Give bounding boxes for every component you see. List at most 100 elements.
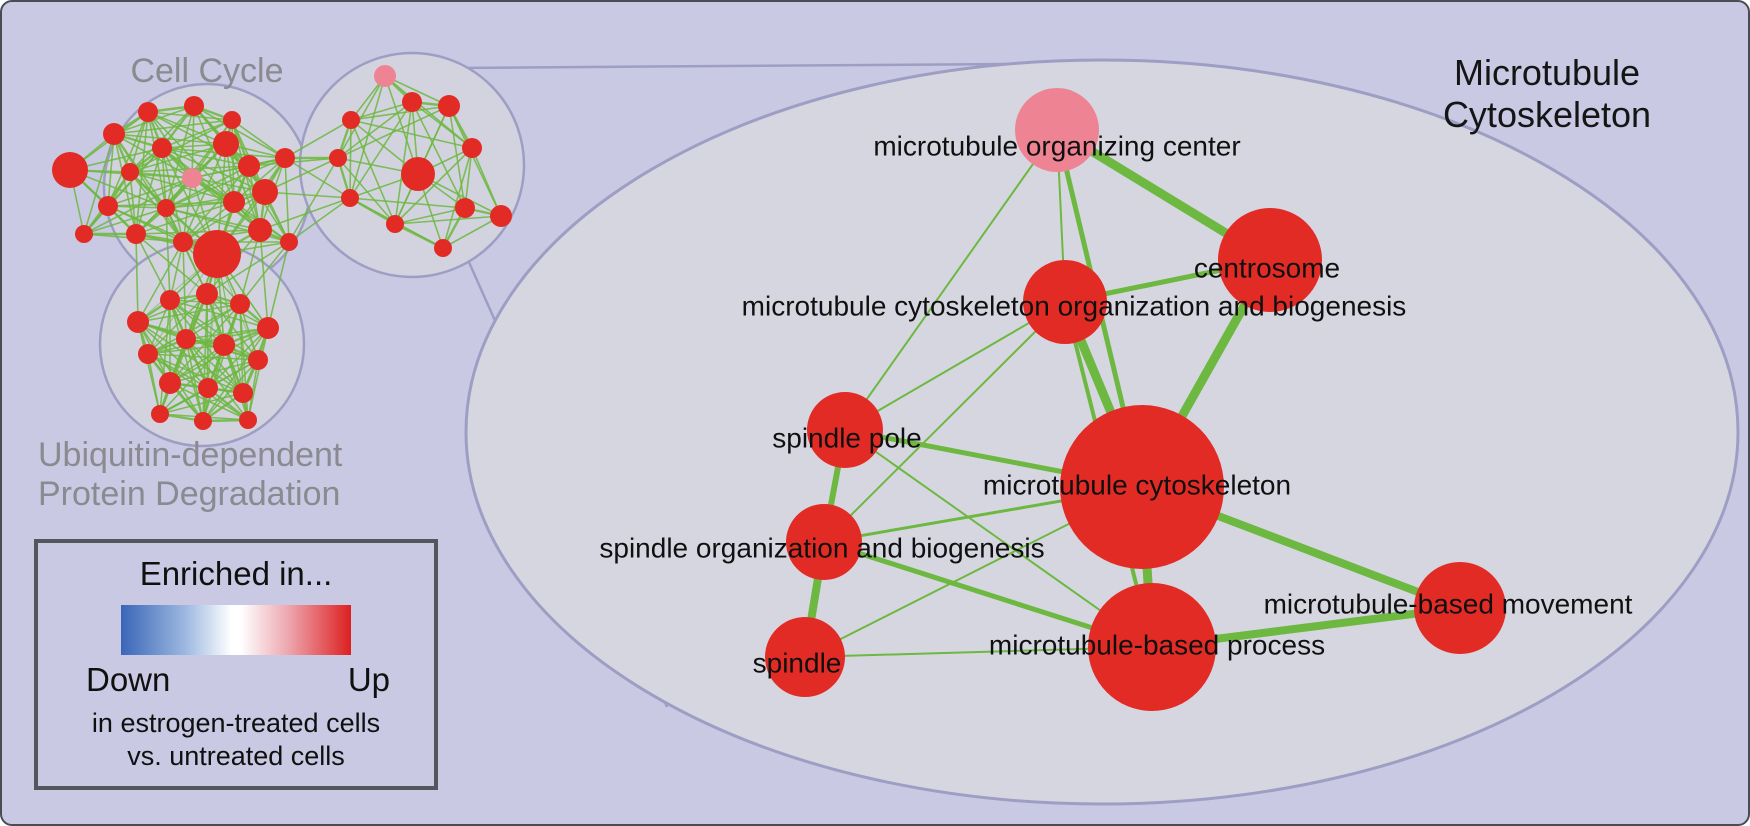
overview-edge (350, 119, 473, 149)
overview-edge (247, 359, 259, 421)
overview-node (329, 149, 347, 167)
overview-node (455, 198, 475, 218)
overview-edge (284, 157, 290, 243)
zoom-node-mt-movement (1414, 562, 1506, 654)
overview-edge (264, 157, 339, 193)
overview-edge (182, 165, 250, 243)
overview-edge (161, 147, 184, 243)
overview-edge (169, 344, 225, 384)
overview-edge (165, 191, 266, 209)
overview-edge (384, 75, 450, 107)
overview-edge (182, 143, 227, 243)
ubiquitin-label-line2: Protein Degradation (38, 475, 341, 513)
overview-edge (129, 171, 137, 235)
overview-edge (107, 133, 115, 207)
zoom-node-label-mt-process: microtubule-based process (989, 629, 1325, 660)
overview-node (182, 168, 202, 188)
overview-node (386, 215, 404, 233)
zoom-node-label-mt-org: microtubule cytoskeleton organization an… (742, 290, 1407, 321)
overview-node (103, 123, 125, 145)
overview-edge (193, 105, 286, 159)
zoom-node-spindle-org (786, 504, 862, 580)
overview-edge (448, 105, 466, 209)
overview-node (490, 205, 512, 227)
overview-edge (350, 101, 413, 121)
overview-node (173, 232, 193, 252)
zoom-node-label-spindle-pole: spindle pole (772, 422, 921, 453)
ubiquitin-cluster-label: Ubiquitin-dependent Protein Degradation (38, 436, 342, 514)
overview-node (75, 225, 93, 243)
zoom-node-label-mt-cyto: microtubule cytoskeleton (983, 469, 1291, 500)
overview-edge (350, 119, 396, 225)
overview-edge (349, 119, 352, 199)
enrichment-gradient-bar (121, 605, 351, 655)
overview-node (126, 224, 146, 244)
overview-edge (147, 293, 208, 355)
overview-node (230, 294, 250, 314)
overview-node (257, 317, 279, 339)
overview-edge (264, 191, 351, 199)
overview-node (160, 290, 180, 310)
overview-node (438, 95, 460, 117)
overview-edge (161, 147, 266, 193)
zoom-node-label-spindle-org: spindle organization and biogenesis (599, 532, 1044, 563)
overview-edge (161, 147, 250, 167)
overview-edge (442, 147, 473, 249)
overview-node (341, 189, 359, 207)
overview-node (121, 163, 139, 181)
overview-edge (267, 241, 290, 329)
overview-edge (159, 344, 225, 415)
overview-node (198, 378, 218, 398)
overview-node (280, 233, 298, 251)
overview-edge (147, 353, 161, 415)
overview-edge (471, 147, 502, 217)
overview-edge (349, 197, 466, 209)
overview-edge (231, 119, 286, 159)
overview-node (402, 92, 422, 112)
overview-edge (384, 75, 419, 175)
overview-node (342, 111, 360, 129)
overview-edge (159, 293, 208, 415)
overview-node (223, 111, 241, 129)
overview-node (275, 148, 295, 168)
overview-edge (337, 157, 396, 225)
overview-node (152, 138, 172, 158)
overview-edge (147, 327, 269, 355)
overview-node (434, 239, 452, 257)
overview-edge (147, 111, 167, 209)
overview-edge (182, 191, 266, 243)
overview-node (157, 199, 175, 217)
overview-edge (233, 157, 286, 203)
microtubule-cytoskeleton-title: Microtubule Cytoskeleton (1392, 52, 1702, 136)
overview-edge (169, 299, 269, 329)
zoom-node-label-moc: microtubule organizing center (873, 130, 1240, 161)
overview-edge (165, 207, 171, 301)
overview-edge (185, 327, 269, 340)
overview-edge (223, 344, 249, 421)
overview-edge (135, 201, 235, 235)
overview-edge (159, 392, 244, 415)
overview-node (248, 218, 272, 242)
overview-edge (159, 299, 171, 415)
zoom-node-spindle-pole (807, 392, 883, 468)
zoom-node-label-mt-movement: microtubule-based movement (1264, 588, 1633, 619)
legend-endpoints-row: Down Up (38, 655, 434, 699)
overview-edge (182, 241, 187, 340)
overview-edge (169, 299, 204, 422)
zoom-connector-line (449, 62, 1013, 70)
zoom-node-label-centrosome: centrosome (1194, 252, 1340, 283)
zoom-edge-mt-org-spindle-org (823, 301, 1066, 543)
overview-edge (165, 157, 286, 209)
overview-edge (185, 338, 244, 394)
zoom-node-label-spindle: spindle (753, 647, 842, 678)
zoom-title-line2: Cytoskeleton (1442, 94, 1652, 135)
zoom-edge-mt-org-spindle-pole (844, 301, 1066, 431)
overview-node (138, 344, 158, 364)
legend-subtitle: in estrogen-treated cells vs. untreated … (38, 707, 434, 773)
overview-edge (193, 105, 235, 203)
overview-edge (83, 207, 167, 235)
overview-edge (337, 105, 450, 159)
overview-edge (288, 197, 351, 243)
overview-node (98, 196, 118, 216)
